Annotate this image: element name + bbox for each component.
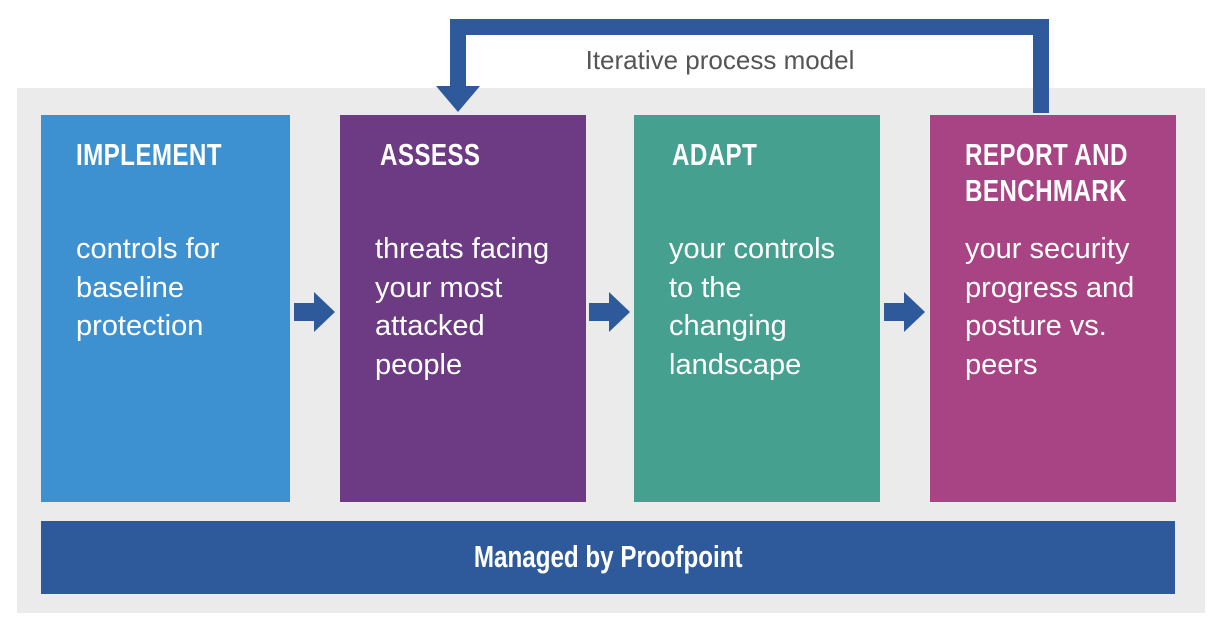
loop-caption: Iterative process model xyxy=(585,45,855,75)
step-report-and-benchmark: REPORT AND BENCHMARK your security progr… xyxy=(930,115,1176,502)
step-implement-body: controls for baseline protection xyxy=(76,233,220,342)
step-implement: IMPLEMENT controls for baseline protecti… xyxy=(41,115,290,502)
step-adapt: ADAPT your controls to the changing land… xyxy=(634,115,880,502)
step-report-body: your security progress and posture vs. p… xyxy=(965,233,1135,381)
managed-by-bar: Managed by Proofpoint xyxy=(41,521,1175,594)
step-assess-title: ASSESS xyxy=(380,137,481,172)
step-arrow-2-icon xyxy=(589,292,630,332)
step-implement-title: IMPLEMENT xyxy=(76,137,222,172)
managed-by-label: Managed by Proofpoint xyxy=(473,539,743,574)
step-arrow-1-icon xyxy=(294,292,335,332)
step-assess: ASSESS threats facing your most attacked… xyxy=(340,115,586,502)
step-assess-body: threats facing your most attacked people xyxy=(375,233,550,381)
step-adapt-title: ADAPT xyxy=(672,137,758,172)
step-report-title: REPORT AND BENCHMARK xyxy=(965,137,1128,208)
step-arrow-3-icon xyxy=(884,292,925,332)
step-adapt-body: your controls to the changing landscape xyxy=(669,233,836,381)
